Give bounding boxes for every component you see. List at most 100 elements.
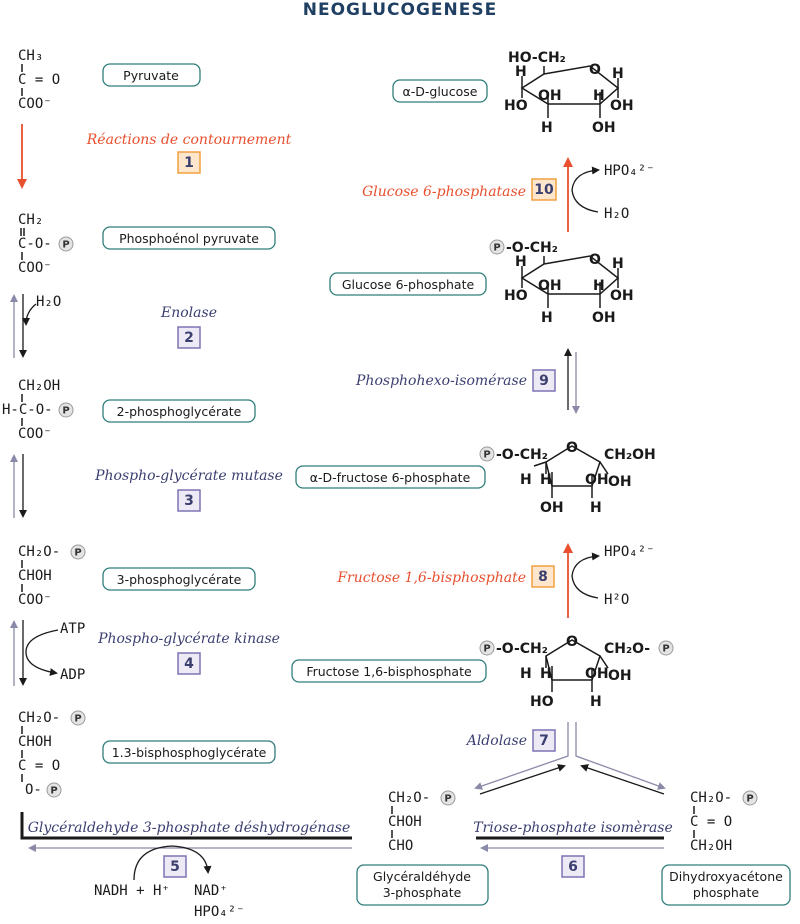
hpo4-step5: HPO₄²⁻ xyxy=(194,904,245,920)
enzyme-6-label: Triose-phosphate isomèrase xyxy=(473,820,673,836)
enzyme-2-label: Enolase xyxy=(160,305,217,321)
svg-text:H: H xyxy=(540,666,552,682)
enzyme-3-label: Phospho-glycérate mutase xyxy=(94,468,283,484)
svg-text:CHOH: CHOH xyxy=(18,734,52,750)
enzyme-4-number: 4 xyxy=(184,656,194,672)
svg-text:OH: OH xyxy=(585,666,609,682)
svg-text:O: O xyxy=(589,62,601,78)
svg-text:HO-CH₂: HO-CH₂ xyxy=(508,50,566,66)
nad-label: NAD⁺ xyxy=(194,883,228,899)
glucose-structure: HO-CH₂ O H HO OH H H OH H OH xyxy=(504,50,634,136)
glucose-box xyxy=(392,79,488,103)
page-title: NEOGLUCOGENESE xyxy=(303,0,497,20)
pg2-formula: CH₂OH H-C-O- COO⁻ xyxy=(2,378,74,442)
pg3-formula: CH₂O- CHOH COO⁻ xyxy=(18,544,86,608)
svg-text:C = O: C = O xyxy=(18,758,60,774)
step5-forward-line xyxy=(20,812,352,840)
enzyme-6-number: 6 xyxy=(568,859,578,875)
bpg-formula: CH₂O- CHOH C = O O- xyxy=(18,710,86,798)
svg-text:H: H xyxy=(520,472,532,488)
enzyme-6-badge xyxy=(561,855,585,878)
svg-text:CH₂O-: CH₂O- xyxy=(18,710,60,726)
dhap-box xyxy=(661,864,791,906)
hpo4-step10: HPO₄²⁻ xyxy=(604,163,655,179)
dhap-formula: CH₂O- C = O CH₂OH xyxy=(690,790,758,854)
dhap-label-line1: Dihydroxyacétone xyxy=(669,869,783,884)
svg-text:CH₂O-: CH₂O- xyxy=(690,790,732,806)
svg-text:COO⁻: COO⁻ xyxy=(18,96,52,112)
svg-text:O-: O- xyxy=(25,782,42,798)
svg-text:-O-CH₂: -O-CH₂ xyxy=(506,240,558,256)
enzyme-5-badge xyxy=(163,855,187,878)
svg-text:OH: OH xyxy=(540,500,564,516)
svg-text:H: H xyxy=(520,666,532,682)
h2o-release-arrow xyxy=(22,303,37,326)
atp-label: ATP xyxy=(60,621,85,637)
svg-text:H: H xyxy=(541,310,553,326)
svg-text:OH: OH xyxy=(592,310,616,326)
svg-text:OH: OH xyxy=(608,668,632,684)
h2o-step8: H²O xyxy=(604,592,629,608)
g3p-label-line2: 3-phosphate xyxy=(383,885,462,900)
svg-text:COO⁻: COO⁻ xyxy=(18,260,52,276)
enzyme-7-label: Aldolase xyxy=(465,733,527,749)
pg2-box xyxy=(102,399,256,423)
pyruvate-box xyxy=(102,63,201,87)
g3p-formula: CH₂O- CHOH CHO xyxy=(388,790,456,854)
hpo4-step8: HPO₄²⁻ xyxy=(604,544,655,560)
f6p-structure: -O-CH₂ O CH₂OH H H OH OH H OH xyxy=(479,440,656,516)
svg-text:CH₂OH: CH₂OH xyxy=(18,378,60,394)
svg-text:HO: HO xyxy=(530,694,554,710)
bpg-box xyxy=(102,740,276,764)
svg-text:CH₂O-: CH₂O- xyxy=(18,544,60,560)
svg-text:H: H xyxy=(612,256,624,272)
pep-label: Phosphoénol pyruvate xyxy=(119,231,259,246)
svg-text:CH₂OH: CH₂OH xyxy=(690,838,732,854)
enzyme-5-number: 5 xyxy=(170,859,180,875)
svg-text:CH₃: CH₃ xyxy=(18,48,43,64)
atp-adp-arrow xyxy=(25,629,59,676)
enzyme-3-number: 3 xyxy=(184,493,194,509)
svg-text:OH: OH xyxy=(585,472,609,488)
svg-text:CH₂O-: CH₂O- xyxy=(604,641,650,657)
enzyme-9-label: Phosphohexo-isomérase xyxy=(355,373,527,389)
pg3-label: 3-phosphoglycérate xyxy=(117,572,242,587)
svg-text:H: H xyxy=(515,64,527,80)
h2o-step10: H₂O xyxy=(604,206,629,222)
enzyme-3-badge xyxy=(177,489,201,512)
svg-text:H: H xyxy=(593,278,605,294)
svg-text:O: O xyxy=(589,252,601,268)
f16bp-label: Fructose 1,6-bisphosphate xyxy=(306,664,472,679)
svg-text:HO: HO xyxy=(504,98,528,114)
enzyme-8-label: Fructose 1,6-bisphosphate xyxy=(336,570,526,586)
enzyme-8-badge xyxy=(531,565,555,588)
enzyme-2-number: 2 xyxy=(184,330,194,346)
g6p-structure: -O-CH₂ O H HO OH H H OH H OH xyxy=(489,239,634,326)
svg-text:O: O xyxy=(566,634,578,650)
svg-text:H: H xyxy=(590,500,602,516)
pg3-box xyxy=(102,567,256,591)
f16bp-box xyxy=(291,659,487,683)
g6p-box xyxy=(329,272,487,296)
enzyme-7-badge xyxy=(532,729,556,752)
aldolase-left-arrow xyxy=(474,722,569,790)
enzyme-2-badge xyxy=(177,326,201,349)
g3p-label-line1: Glycéraldéhyde xyxy=(373,869,471,884)
svg-text:H: H xyxy=(590,694,602,710)
svg-text:H: H xyxy=(541,120,553,136)
g6p-label: Glucose 6-phosphate xyxy=(342,277,475,292)
step8-cofactor-arrow xyxy=(571,552,600,599)
enzyme-9-number: 9 xyxy=(539,373,549,389)
enzyme-7-number: 7 xyxy=(539,733,549,749)
svg-text:CHO: CHO xyxy=(388,838,413,854)
svg-text:-O-CH₂: -O-CH₂ xyxy=(496,447,548,463)
enzyme-9-badge xyxy=(532,369,556,392)
svg-text:OH: OH xyxy=(610,98,634,114)
svg-text:H: H xyxy=(515,254,527,270)
svg-text:OH: OH xyxy=(538,278,562,294)
svg-text:CHOH: CHOH xyxy=(18,568,52,584)
svg-text:HO: HO xyxy=(504,288,528,304)
svg-text:C-O-: C-O- xyxy=(18,236,52,252)
enzyme-10-number: 10 xyxy=(534,182,554,198)
svg-text:CH₂OH: CH₂OH xyxy=(604,447,656,463)
